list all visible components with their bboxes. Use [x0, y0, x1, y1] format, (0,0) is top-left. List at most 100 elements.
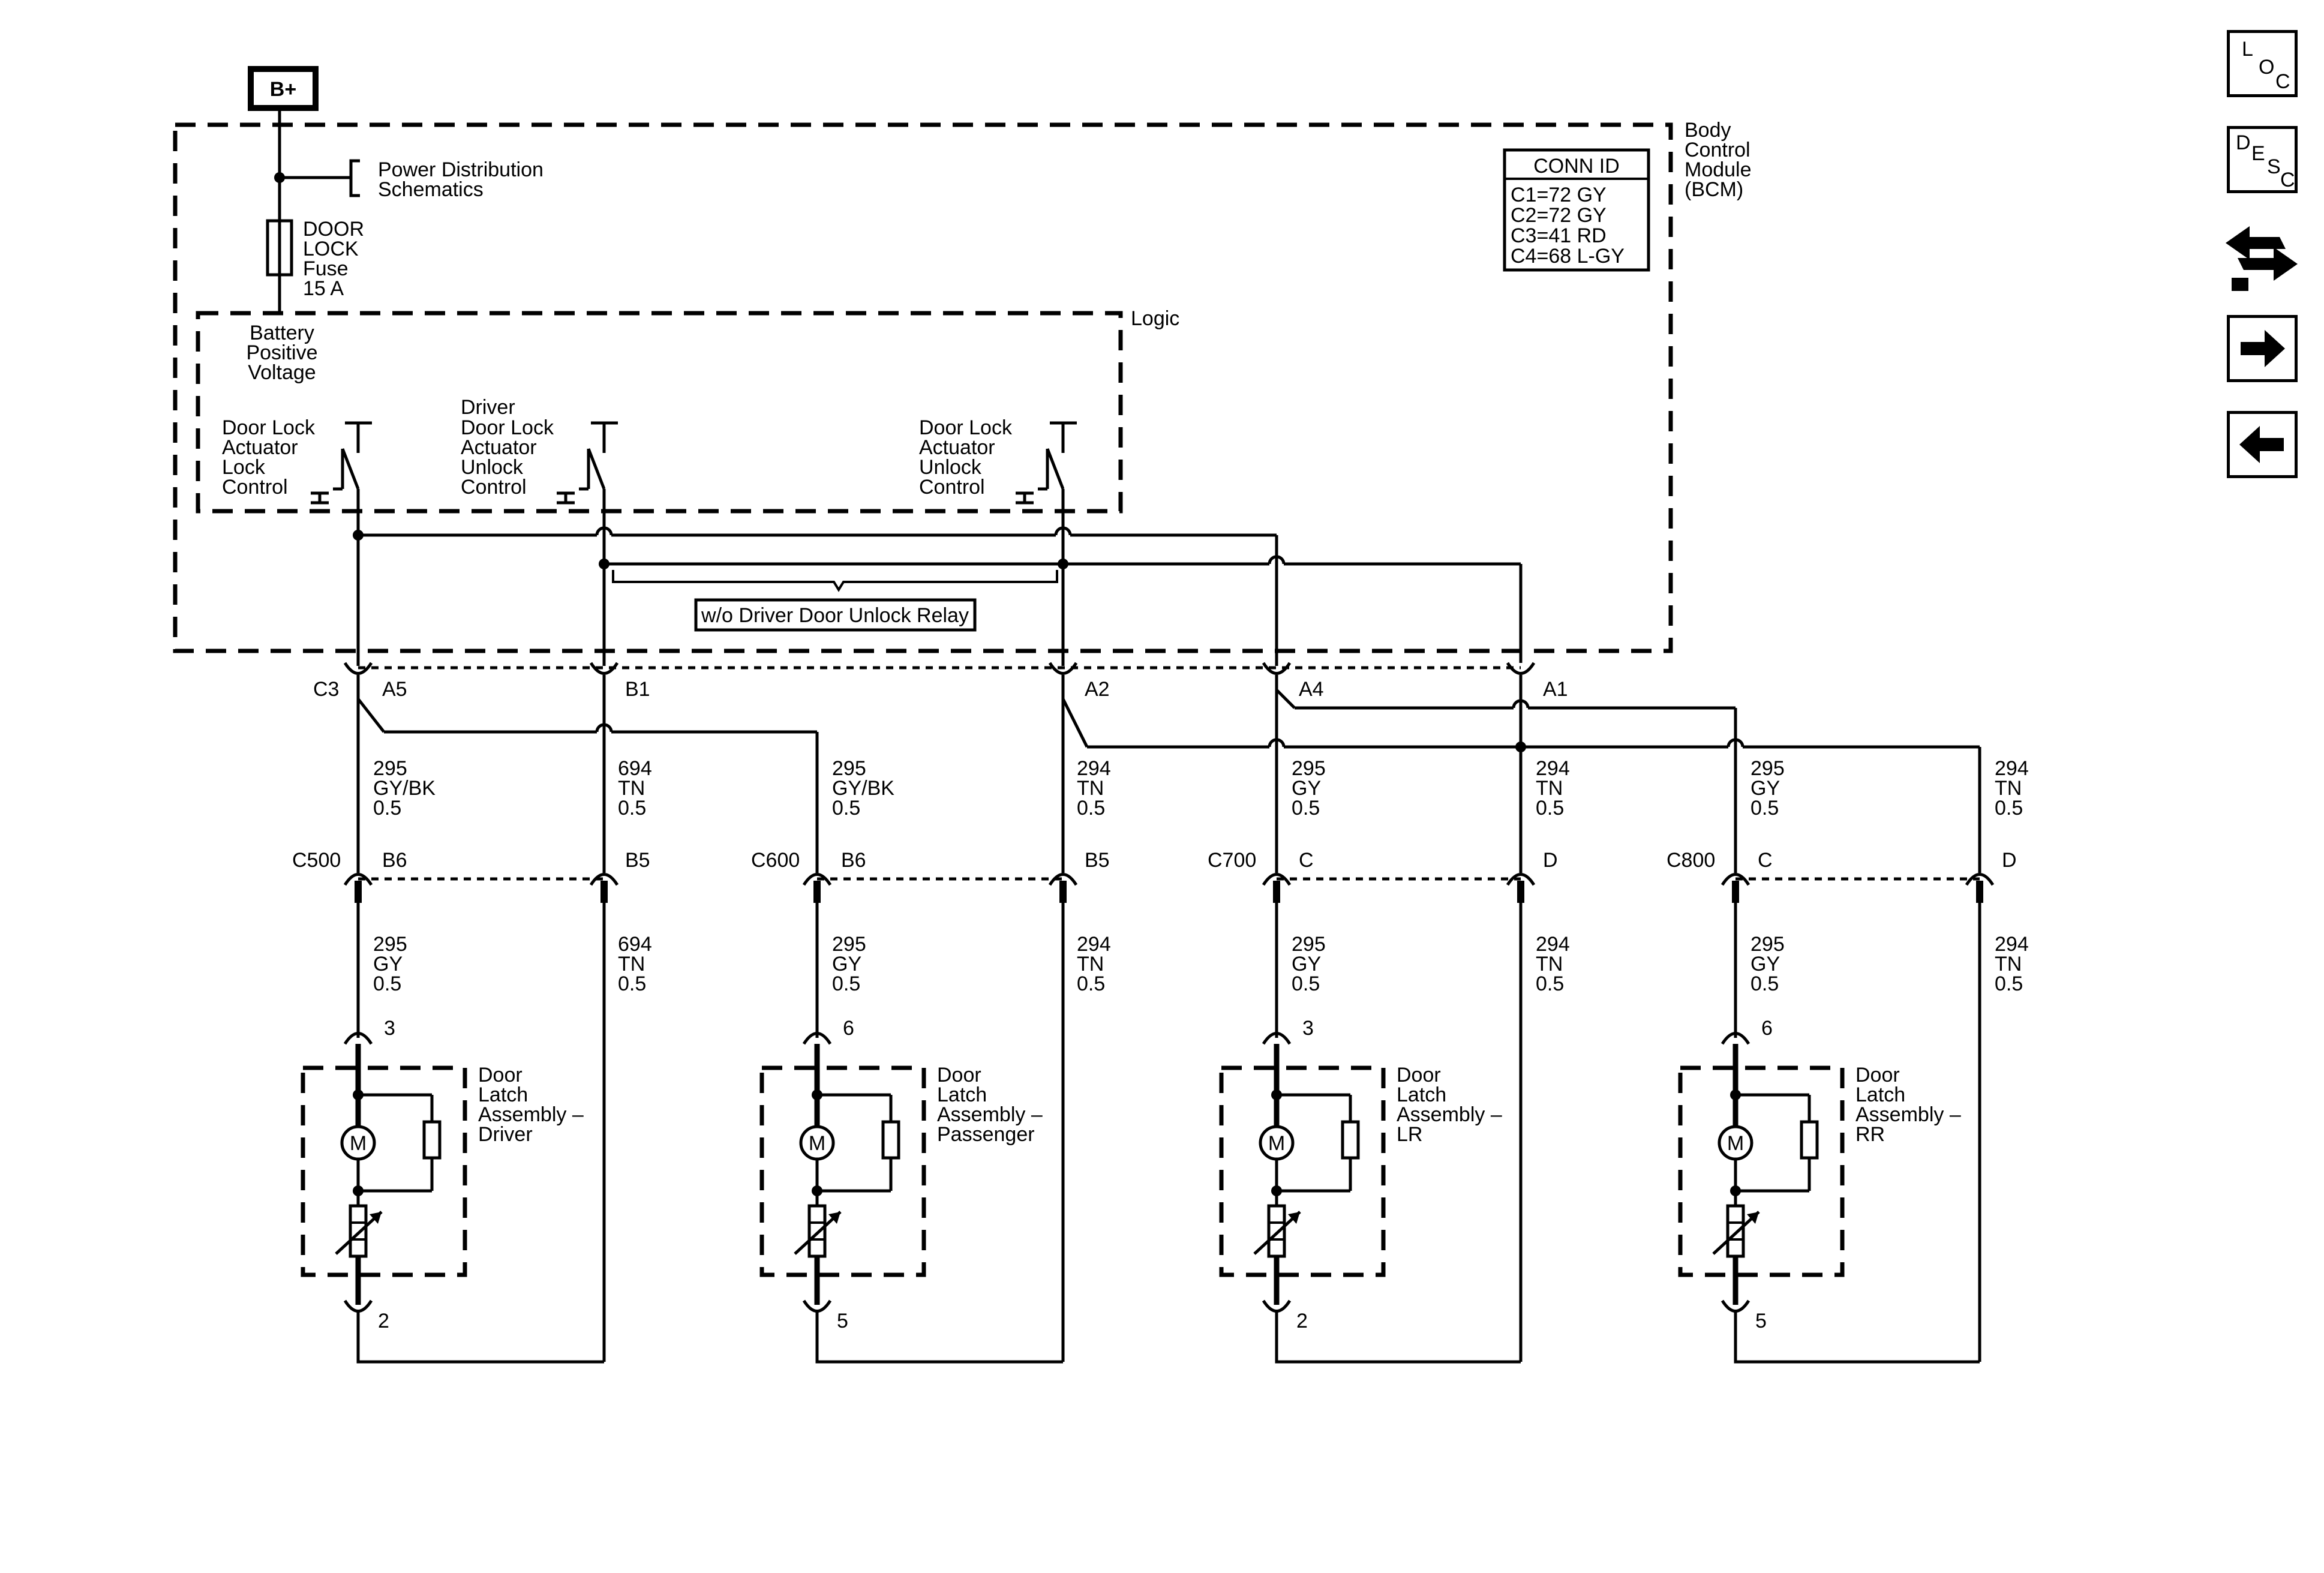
svg-text:Control: Control	[919, 476, 985, 499]
svg-text:Lock: Lock	[222, 456, 266, 479]
svg-text:294: 294	[1077, 933, 1111, 956]
pin-label: 5	[1755, 1310, 1767, 1332]
svg-text:TN: TN	[1995, 777, 2022, 800]
motor-icon: M	[1268, 1132, 1285, 1155]
door-latch-driver: M	[301, 1032, 467, 1313]
door-connector-c500: C500 B6 B5	[292, 849, 650, 903]
wire-label: 694 TN 0.5	[618, 757, 652, 819]
location-icon-letter: C	[2275, 70, 2290, 93]
svg-text:Door Lock: Door Lock	[222, 416, 316, 439]
pin-label: 3	[384, 1017, 395, 1040]
logic-label: Logic	[1131, 307, 1179, 330]
wire-label: 295 GY/BK 0.5	[373, 757, 436, 819]
door-latch-passenger: M	[759, 1032, 926, 1313]
svg-text:Actuator: Actuator	[461, 436, 537, 459]
wire-label: 294 TN 0.5	[1995, 757, 2029, 819]
svg-text:0.5: 0.5	[1077, 972, 1105, 995]
conn-id-row: C1=72 GY	[1511, 184, 1607, 206]
svg-text:295: 295	[832, 933, 866, 956]
pin-label: A2	[1085, 678, 1110, 701]
latch-name: Passenger	[937, 1123, 1035, 1146]
svg-text:0.5: 0.5	[832, 972, 860, 995]
svg-text:295: 295	[1750, 757, 1785, 780]
bcm-label-line: Body	[1685, 119, 1731, 142]
svg-text:Voltage: Voltage	[248, 361, 316, 384]
svg-text:Unlock: Unlock	[919, 456, 982, 479]
svg-text:GY: GY	[1750, 777, 1780, 800]
bcm-label-line: (BCM)	[1685, 178, 1743, 201]
pin-label: 5	[837, 1310, 848, 1332]
pin-label: B5	[625, 849, 650, 872]
pin-label: 6	[843, 1017, 854, 1040]
fuse-label: DOOR	[303, 218, 364, 241]
connector-id: C800	[1667, 849, 1715, 872]
conn-id-row: C3=41 RD	[1511, 224, 1607, 247]
power-distribution-label: Power Distribution	[378, 158, 544, 181]
svg-text:TN: TN	[618, 953, 645, 975]
svg-text:294: 294	[1995, 757, 2029, 780]
pin-label: C	[1758, 849, 1773, 872]
description-icon-letter: E	[2251, 142, 2265, 165]
wire-label: 295 GY 0.5	[1292, 757, 1326, 819]
description-icon-letter: C	[2280, 169, 2295, 191]
connector-id: C700	[1208, 849, 1256, 872]
svg-text:GY/BK: GY/BK	[373, 777, 436, 800]
power-distribution-label: Schematics	[378, 178, 484, 201]
latch-name: Door	[1397, 1064, 1441, 1086]
pin-label: D	[1543, 849, 1558, 872]
svg-text:294: 294	[1077, 757, 1111, 780]
svg-text:295: 295	[1292, 933, 1326, 956]
svg-text:295: 295	[1750, 933, 1785, 956]
svg-text:GY: GY	[1292, 953, 1321, 975]
latch-name: Driver	[478, 1123, 533, 1146]
fuse-label: 15 A	[303, 277, 344, 300]
conn-id-row: C4=68 L-GY	[1511, 245, 1625, 268]
svg-text:295: 295	[373, 757, 407, 780]
svg-text:TN: TN	[618, 777, 645, 800]
unlock-control-switch: Door Lock Actuator Unlock Control	[919, 416, 1077, 534]
location-icon-letter: O	[2259, 56, 2275, 79]
logic-boundary	[196, 311, 1123, 514]
svg-text:GY: GY	[832, 953, 861, 975]
motor-icon: M	[350, 1132, 367, 1155]
pin-label: 2	[1296, 1310, 1308, 1332]
pin-label: B5	[1085, 849, 1110, 872]
svg-text:Unlock: Unlock	[461, 456, 524, 479]
location-button[interactable]: L O C	[2227, 30, 2298, 97]
door-connector-c600: C600 B6 B5	[751, 849, 1110, 903]
pin-label: B1	[625, 678, 650, 701]
svg-text:Battery: Battery	[250, 322, 314, 344]
svg-text:Positive: Positive	[246, 341, 317, 364]
bcm-label-line: Control	[1685, 139, 1750, 161]
door-connector-c700: C700 C D	[1208, 849, 1558, 903]
svg-text:Control: Control	[222, 476, 288, 499]
svg-text:GY: GY	[1750, 953, 1780, 975]
latch-name: Door	[478, 1064, 523, 1086]
latch-name: Assembly –	[1397, 1103, 1502, 1126]
pin-label: 3	[1302, 1017, 1314, 1040]
next-page-button[interactable]	[2227, 315, 2298, 382]
bcm-label: Body Control Module (BCM)	[1685, 119, 1752, 201]
battery-supply: B+	[248, 66, 319, 111]
latch-name: Assembly –	[1855, 1103, 1961, 1126]
svg-text:Door Lock: Door Lock	[919, 416, 1013, 439]
svg-text:294: 294	[1536, 757, 1570, 780]
svg-text:295: 295	[1292, 757, 1326, 780]
fuse-circuit: Power Distribution Schematics DOOR LOCK …	[266, 108, 544, 313]
pin-label: C	[1299, 849, 1314, 872]
latch-name: RR	[1855, 1123, 1885, 1146]
connector-end-view-button[interactable]	[2220, 219, 2304, 297]
latch-name: Assembly –	[478, 1103, 584, 1126]
svg-text:TN: TN	[1995, 953, 2022, 975]
latch-name: Latch	[478, 1083, 528, 1106]
svg-text:0.5: 0.5	[1536, 972, 1564, 995]
previous-arrow-icon	[2239, 426, 2284, 463]
description-button[interactable]: D E S C	[2227, 126, 2298, 193]
svg-text:295: 295	[832, 757, 866, 780]
lock-control-switch: Door Lock Actuator Lock Control	[222, 416, 372, 534]
previous-page-button[interactable]	[2227, 411, 2298, 478]
svg-text:Driver: Driver	[461, 396, 515, 419]
latch-name: Latch	[937, 1083, 987, 1106]
